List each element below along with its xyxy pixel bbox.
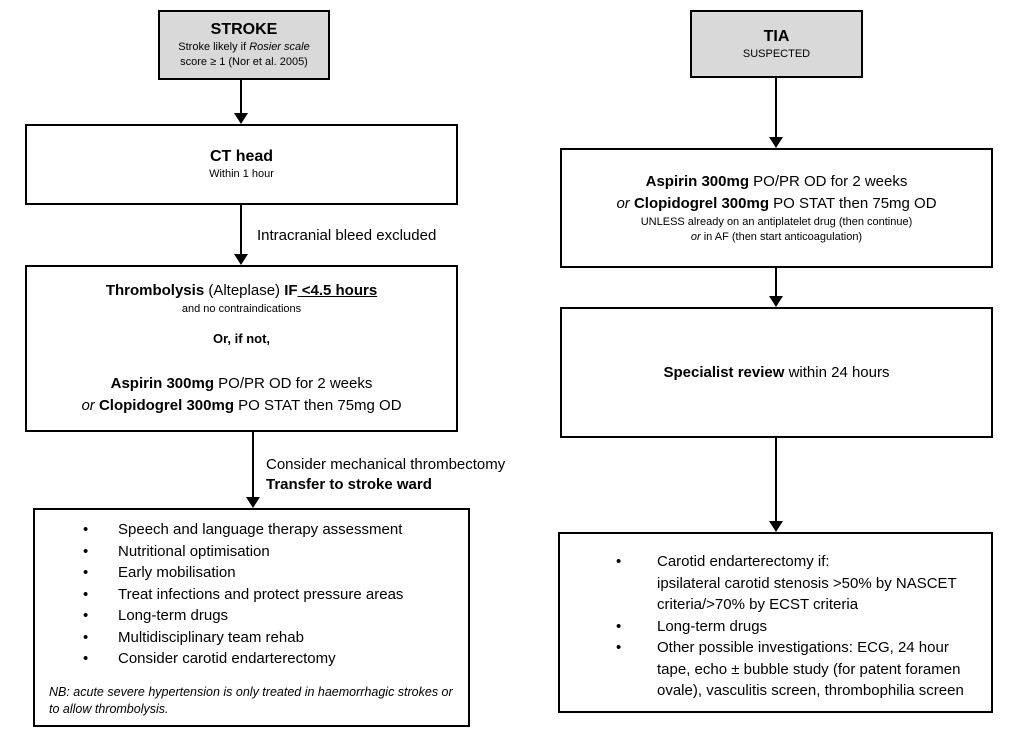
specialist-review-box: Specialist review within 24 hours (560, 307, 993, 438)
thrombolysis-box: Thrombolysis (Alteplase) IF <4.5 hours a… (25, 265, 458, 432)
thrombolysis-word: Thrombolysis (105, 282, 205, 299)
stroke-subtitle-scale: Rosier scale (249, 41, 310, 53)
aspirin-line: Aspirin 300mg PO/PR OD for 2 weeks (646, 171, 908, 193)
transfer-label-line: Transfer to stroke ward (266, 476, 432, 493)
unless-line2: or in AF (then start anticoagulation) (691, 230, 862, 245)
arrow-shaft (775, 438, 777, 522)
or-if-not-text: Or, if not, (212, 331, 271, 346)
if-word: IF (284, 282, 298, 299)
hypertension-note: NB: acute severe hypertension is only tr… (49, 684, 453, 716)
tia-antiplatelet-box: Aspirin 300mg PO/PR OD for 2 weeks or Cl… (560, 148, 993, 268)
bullet-icon: • (83, 521, 89, 538)
arrow-head-icon (769, 137, 783, 148)
list-item: •Long-term drugs (35, 605, 468, 627)
within-24-hours-text: within 24 hours (784, 363, 890, 381)
stroke-title: STROKE (210, 21, 278, 38)
list-item: •Nutritional optimisation (35, 541, 468, 563)
bullet-icon: • (616, 617, 622, 635)
no-contraindications-text: and no contraindications (181, 303, 302, 315)
list-item: •Consider carotid endarterectomy (35, 648, 468, 670)
bullet-icon: • (83, 628, 89, 646)
stroke-subtitle-prefix: Stroke likely if (178, 41, 250, 53)
or-word: or (616, 195, 634, 212)
tia-subtitle: SUSPECTED (742, 47, 811, 60)
ct-head-subtitle: Within 1 hour (209, 168, 274, 180)
bullet-icon: • (616, 639, 622, 656)
clopidogrel-line: or Clopidogrel 300mg PO STAT then 75mg O… (81, 395, 401, 417)
bullet-icon: • (83, 607, 89, 624)
aspirin-line: Aspirin 300mg PO/PR OD for 2 weeks (111, 373, 373, 395)
bullet-icon: • (83, 585, 89, 603)
arrow-shaft (252, 432, 254, 498)
thrombolysis-line1: Thrombolysis (Alteplase) IF <4.5 hours (106, 280, 377, 302)
arrow-shaft (775, 268, 777, 297)
aspirin-route: PO/PR OD for 2 weeks (213, 375, 373, 392)
arrow-head-icon (769, 521, 783, 532)
list-item: •Speech and language therapy assessment (35, 519, 468, 541)
bullet-icon: • (83, 650, 89, 667)
list-item: •Treat infections and protect pressure a… (35, 584, 468, 606)
specialist-review-line: Specialist review within 24 hours (664, 362, 890, 384)
list-item: •Early mobilisation (35, 562, 468, 584)
bullet-icon: • (83, 542, 89, 560)
clopidogrel-route: PO STAT then 75mg OD (768, 195, 937, 212)
list-item: •Carotid endarterectomy if: ipsilateral … (616, 553, 957, 613)
clopidogrel-dose: Clopidogrel 300mg (98, 397, 234, 414)
stroke-subtitle-line2: score ≥ 1 (Nor et al. 2005) (180, 56, 308, 68)
stroke-subtitle-line1: Stroke likely if Rosier scale (178, 40, 309, 55)
arrow-head-icon (234, 254, 248, 265)
arrow-head-icon (246, 497, 260, 508)
tia-title: TIA (763, 27, 790, 45)
arrow-head-icon (234, 113, 248, 124)
tia-header-box: TIA SUSPECTED (690, 10, 863, 78)
af-text: in AF (then start anticoagulation) (700, 231, 863, 243)
time-window-text: <4.5 hours (297, 282, 378, 299)
clopidogrel-dose: Clopidogrel 300mg (633, 195, 769, 212)
clopidogrel-line: or Clopidogrel 300mg PO STAT then 75mg O… (616, 193, 936, 215)
aspirin-dose: Aspirin 300mg (645, 173, 749, 190)
stroke-ward-care-box: •Speech and language therapy assessment … (33, 508, 470, 727)
bullet-icon: • (616, 553, 622, 570)
aspirin-route: PO/PR OD for 2 weeks (748, 173, 908, 190)
or-word: or (81, 397, 99, 414)
thrombectomy-label-line: Consider mechanical thrombectomy (266, 456, 506, 473)
intracranial-bleed-label: Intracranial bleed excluded (257, 227, 437, 244)
arrow-shaft (775, 78, 777, 138)
or-word: or (690, 231, 701, 243)
list-item: •Other possible investigations: ECG, 24 … (616, 639, 964, 699)
tia-followup-box: •Carotid endarterectomy if: ipsilateral … (558, 532, 993, 713)
bullet-icon: • (83, 564, 89, 581)
thrombectomy-transfer-label: Consider mechanical thrombectomy Transfe… (266, 455, 505, 495)
unless-line1: UNLESS already on an antiplatelet drug (… (640, 216, 913, 228)
ct-head-box: CT head Within 1 hour (25, 124, 458, 205)
list-item: •Long-term drugs (560, 616, 991, 638)
arrow-shaft (240, 205, 242, 255)
arrow-head-icon (769, 296, 783, 307)
arrow-shaft (240, 80, 242, 114)
aspirin-dose: Aspirin 300mg (110, 375, 214, 392)
clopidogrel-route: PO STAT then 75mg OD (233, 397, 402, 414)
ct-head-title: CT head (209, 148, 274, 165)
list-item: •Multidisciplinary team rehab (35, 627, 468, 649)
stroke-header-box: STROKE Stroke likely if Rosier scale sco… (158, 10, 330, 80)
alteplase-text: (Alteplase) (204, 282, 285, 299)
specialist-review-text: Specialist review (663, 363, 785, 381)
